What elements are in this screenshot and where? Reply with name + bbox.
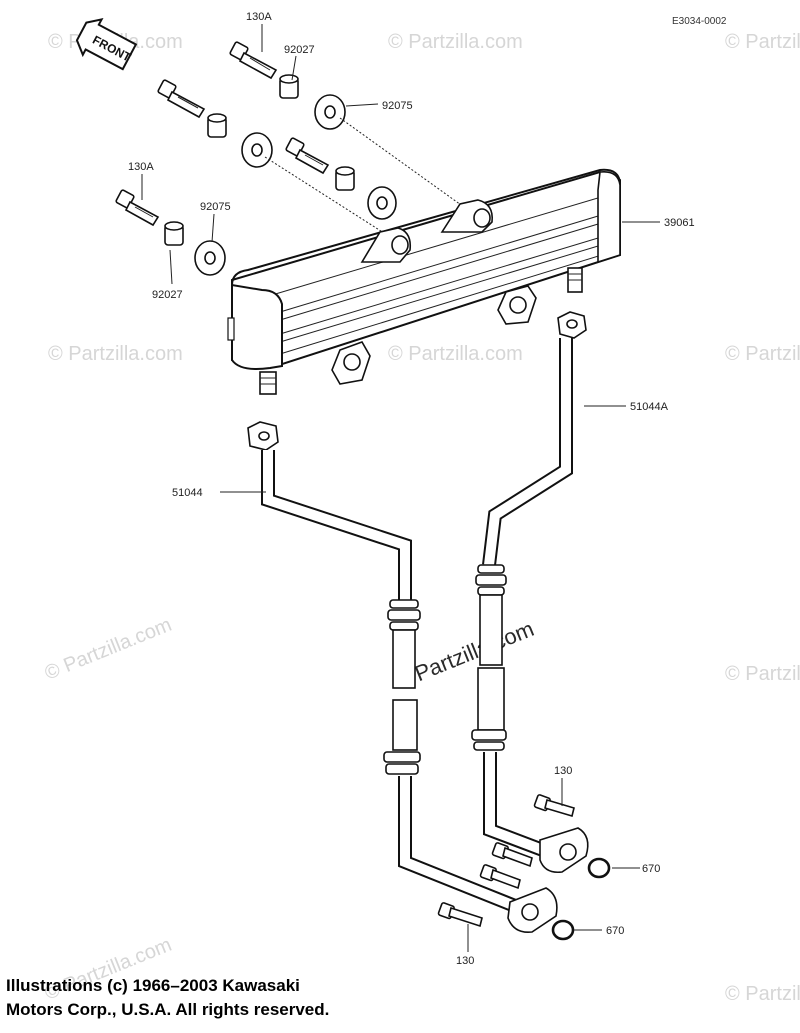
watermark-3: © Partzilla.com	[725, 31, 800, 53]
watermark-2: © Partzilla.com	[388, 31, 523, 53]
front-arrow-icon: FRONT	[75, 18, 138, 71]
watermark-6: © Partzilla.com	[725, 343, 800, 365]
grommet-middle	[367, 186, 397, 220]
oil-pipe-51044	[247, 421, 558, 934]
bolt-middle-lower-2	[479, 864, 521, 890]
bolt-130a-left	[115, 189, 160, 227]
label-130a-top: 130A	[246, 11, 272, 23]
watermark-4: © Partzilla.com	[48, 343, 183, 365]
label-670-right: 670	[642, 863, 660, 875]
collar-upper-left	[207, 113, 227, 138]
oil-pipe-51044a	[471, 311, 589, 874]
bolt-upper-left	[157, 79, 206, 119]
oil-cooler-39061	[227, 168, 621, 395]
collar-middle	[335, 166, 355, 191]
label-670-bottom: 670	[606, 925, 624, 937]
watermark-5: © Partzilla.com	[388, 343, 523, 365]
label-92075-left: 92075	[200, 201, 231, 213]
bolt-130a-top	[229, 41, 278, 80]
label-92075-top: 92075	[382, 100, 413, 112]
watermark-7: © Partzilla.com	[42, 614, 175, 685]
watermarks: © Partzilla.com © Partzilla.com © Partzi…	[42, 31, 800, 1005]
label-130-bottom: 130	[456, 955, 474, 967]
label-51044a: 51044A	[630, 401, 669, 413]
label-92027-left: 92027	[152, 289, 183, 301]
collar-92027-left	[164, 221, 184, 246]
label-130-right: 130	[554, 765, 572, 777]
grommet-upper-left	[241, 132, 273, 168]
oring-670-right	[587, 857, 611, 879]
bolt-middle	[285, 137, 330, 175]
part-labels: 130A 92027 92075 130A 92075 92027 39061 …	[128, 11, 695, 967]
label-51044: 51044	[172, 487, 203, 499]
diagram-code: E3034-0002	[672, 16, 727, 27]
collar-92027-top	[279, 74, 299, 99]
oring-670-bottom	[551, 919, 575, 941]
watermark-10: © Partzilla.com	[725, 983, 800, 1005]
leader-lines	[141, 24, 660, 952]
grommet-92075-top	[314, 94, 346, 130]
grommet-92075-left	[194, 240, 226, 276]
bolt-middle-lower-1	[491, 842, 533, 868]
label-92027-top: 92027	[284, 44, 315, 56]
watermark-8: © Partzilla.com	[725, 663, 800, 685]
bolt-130-right	[533, 794, 575, 818]
copyright-line-1: Illustrations (c) 1966–2003 Kawasaki	[6, 976, 300, 995]
copyright-line-2: Motors Corp., U.S.A. All rights reserved…	[6, 1000, 330, 1019]
label-39061: 39061	[664, 217, 695, 229]
copyright-notice: Illustrations (c) 1966–2003 Kawasaki Mot…	[6, 974, 426, 1022]
label-130a-left: 130A	[128, 161, 154, 173]
bolt-130-bottom	[437, 902, 483, 928]
